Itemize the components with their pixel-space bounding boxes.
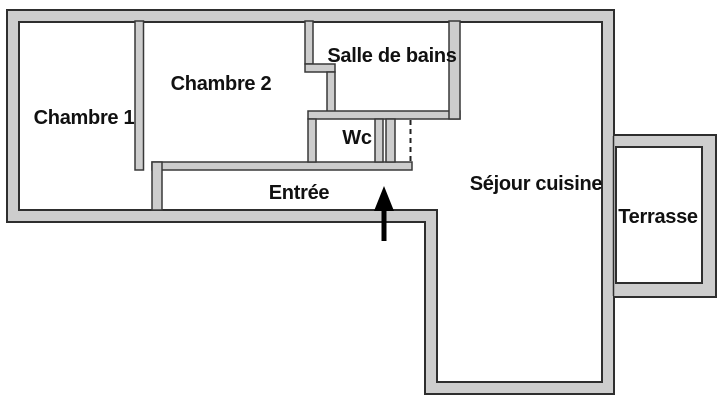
wall-entree-left xyxy=(151,161,163,211)
room-label-terrasse: Terrasse xyxy=(618,206,698,228)
wall-bathroom-right xyxy=(448,20,461,120)
wall-chambre1-chambre2 xyxy=(134,20,145,171)
wall-wc-right xyxy=(374,118,384,163)
room-label-salle-de-bains: Salle de bains xyxy=(327,45,456,67)
room-labels: Chambre 1 Chambre 2 Salle de bains Wc En… xyxy=(34,45,699,228)
room-label-sejour-cuisine: Séjour cuisine xyxy=(470,173,603,195)
room-label-wc: Wc xyxy=(342,127,372,149)
room-label-chambre2: Chambre 2 xyxy=(171,73,272,95)
room-terrasse-floor xyxy=(615,146,703,284)
wall-bathroom-left-upper xyxy=(304,20,314,65)
wall-bathroom-bottom xyxy=(307,110,461,120)
wall-entree-top xyxy=(151,161,413,171)
wall-bathroom-step xyxy=(304,63,336,73)
interior-walls xyxy=(134,20,461,211)
entrance-arrow-icon xyxy=(374,186,394,241)
room-label-chambre1: Chambre 1 xyxy=(34,107,135,129)
wall-bathroom-left-lower xyxy=(326,71,336,116)
apartment-outer-walls xyxy=(6,9,717,395)
wall-wc-left xyxy=(307,118,317,163)
room-label-entree: Entrée xyxy=(269,182,330,204)
wall-wc-vestibule xyxy=(385,118,396,163)
